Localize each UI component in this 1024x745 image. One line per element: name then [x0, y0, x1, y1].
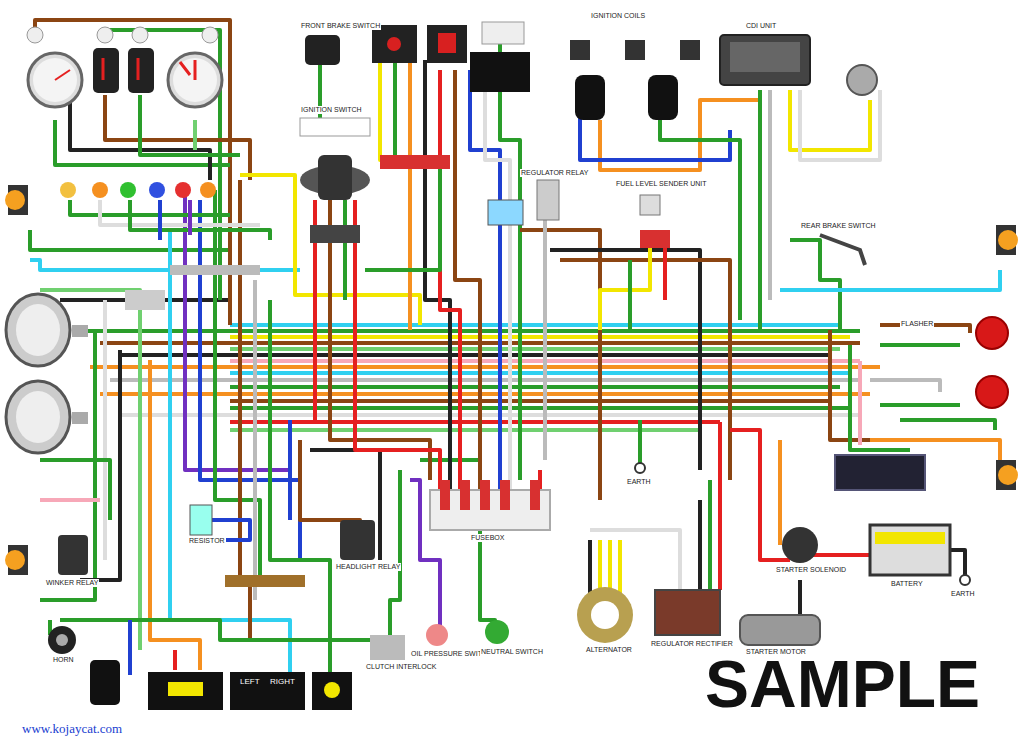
part-label: ALTERNATOR: [585, 646, 633, 654]
part-label: HORN: [52, 656, 75, 664]
part-label: REGULATOR RELAY: [520, 169, 589, 177]
part-label: EARTH: [950, 590, 976, 598]
part-label: STARTER MOTOR: [745, 648, 807, 656]
part-label: IGNITION COILS: [590, 12, 646, 20]
part-label: FRONT BRAKE SWITCH: [300, 22, 381, 30]
part-label: REAR BRAKE SWITCH: [800, 222, 877, 230]
part-label: IGNITION SWITCH: [300, 106, 363, 114]
part-label: FUEL LEVEL SENDER UNIT: [615, 180, 708, 188]
part-label: HEADLIGHT RELAY: [335, 563, 401, 571]
part-label: RESISTOR: [188, 537, 226, 545]
part-label: STARTER SOLENOID: [775, 566, 847, 574]
watermark: SAMPLE: [705, 648, 980, 721]
part-label: NEUTRAL SWITCH: [480, 648, 544, 656]
website-url: www.kojaycat.com: [22, 722, 122, 736]
part-label: CDI UNIT: [745, 22, 777, 30]
part-label: LEFT: [240, 678, 260, 687]
part-label: FUSEBOX: [470, 534, 505, 542]
part-label: EARTH: [626, 478, 652, 486]
part-label: CLUTCH INTERLOCK: [365, 663, 437, 671]
part-label: FLASHER: [900, 320, 934, 328]
part-label: BATTERY: [890, 580, 924, 588]
part-label: REGULATOR RECTIFIER: [650, 640, 734, 648]
part-label: WINKER RELAY: [45, 579, 99, 587]
part-label: RIGHT: [270, 678, 295, 687]
